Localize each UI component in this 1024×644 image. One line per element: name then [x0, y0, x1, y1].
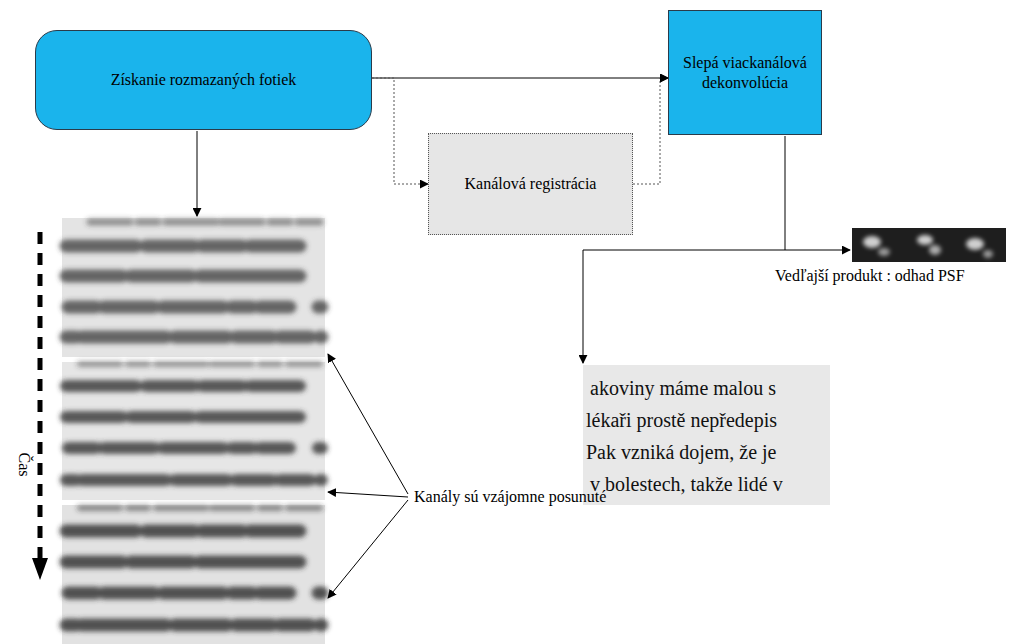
blurred-text: [66, 222, 322, 337]
start-terminal: Získanie rozmazaných fotiek: [35, 30, 372, 130]
blurred-channel: [62, 362, 325, 500]
time-arrow: [38, 232, 43, 560]
psf-blobs: [863, 235, 993, 258]
node-text: Slepá viackanálová dekonvolúcia: [677, 53, 813, 93]
leader-arrow: [328, 492, 408, 497]
channels-note: Kanály sú vzájomne posunuté: [414, 487, 606, 506]
flow-arrow: [372, 78, 668, 79]
psf-ground: [852, 228, 1006, 262]
blurred-channel: [62, 505, 325, 644]
photo-text-line: Pak vzniká dojem, že je: [586, 440, 777, 464]
photo-ground: [62, 218, 325, 357]
restored-photo: [583, 365, 830, 505]
cropped-text-line: [600, 366, 826, 371]
photo-ground: [62, 362, 325, 500]
blurred-text: [66, 508, 322, 625]
blurred-channel: [62, 218, 325, 357]
leader-arrow: [328, 354, 408, 494]
output-arrow: [583, 250, 785, 363]
photo-text-line: akoviny máme malou s: [590, 376, 776, 400]
dotted-connector: [372, 78, 428, 184]
photo-text-line: lékaři prostě nepředepis: [586, 408, 777, 432]
byproduct-label: Vedľajší produkt : odhad PSF: [775, 266, 965, 285]
photo-text-line: v bolestech, takže lidé v: [590, 472, 783, 496]
output-arrow: [785, 136, 850, 250]
photo-ground: [62, 505, 325, 644]
time-label: Čas: [14, 453, 33, 477]
time-arrow-head: [32, 558, 48, 580]
node-text: Získanie rozmazaných fotiek: [111, 70, 297, 90]
node-text: Kanálová registrácia: [465, 174, 597, 194]
leader-arrow: [328, 500, 408, 598]
psf-estimate: [852, 228, 1006, 262]
output-arrow: [197, 131, 198, 216]
process-box: Slepá viackanálová dekonvolúcia: [668, 10, 822, 135]
blurred-text: [66, 364, 322, 480]
optional-process-box: Kanálová registrácia: [428, 133, 633, 235]
dotted-connector: [633, 78, 668, 184]
